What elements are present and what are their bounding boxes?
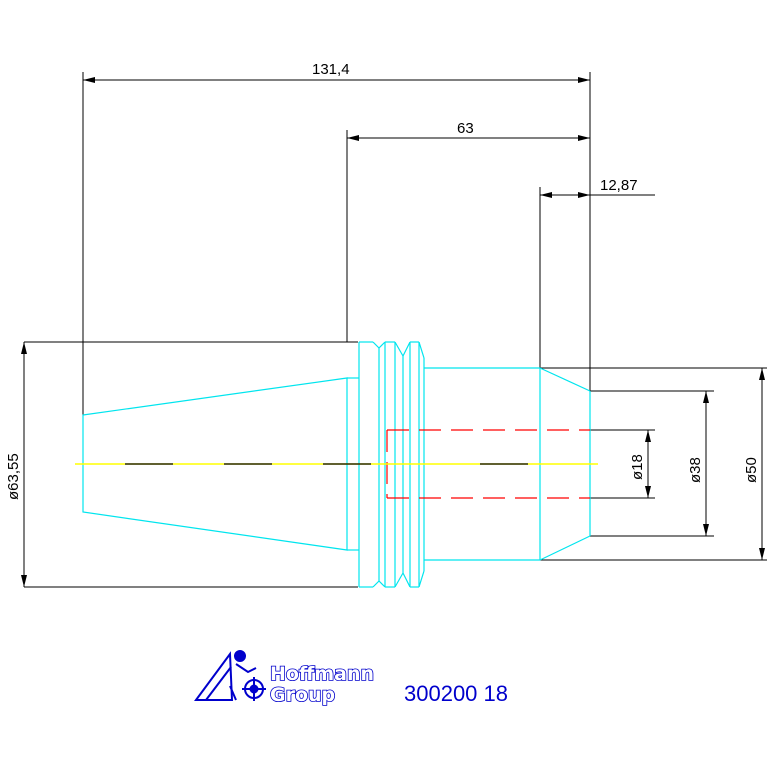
dim-bore-diameter: ø18 (629, 454, 646, 480)
dim-nose-length: 12,87 (600, 177, 638, 194)
dim-flange-diameter: ø63,55 (5, 453, 22, 500)
logo-line1: Hoffmann (270, 663, 374, 685)
logo-line2: Group (270, 684, 335, 706)
dim-shank-length: 63 (457, 120, 474, 137)
part-number: 300200 18 (404, 681, 508, 706)
dimension-lines (23, 72, 767, 588)
dim-overall-length: 131,4 (312, 61, 350, 78)
hoffmann-person-gear-icon (194, 650, 266, 701)
dim-outer-diameter: ø50 (743, 457, 760, 483)
dim-inner-diameter: ø38 (687, 457, 704, 483)
dimension-arrows (21, 77, 765, 587)
